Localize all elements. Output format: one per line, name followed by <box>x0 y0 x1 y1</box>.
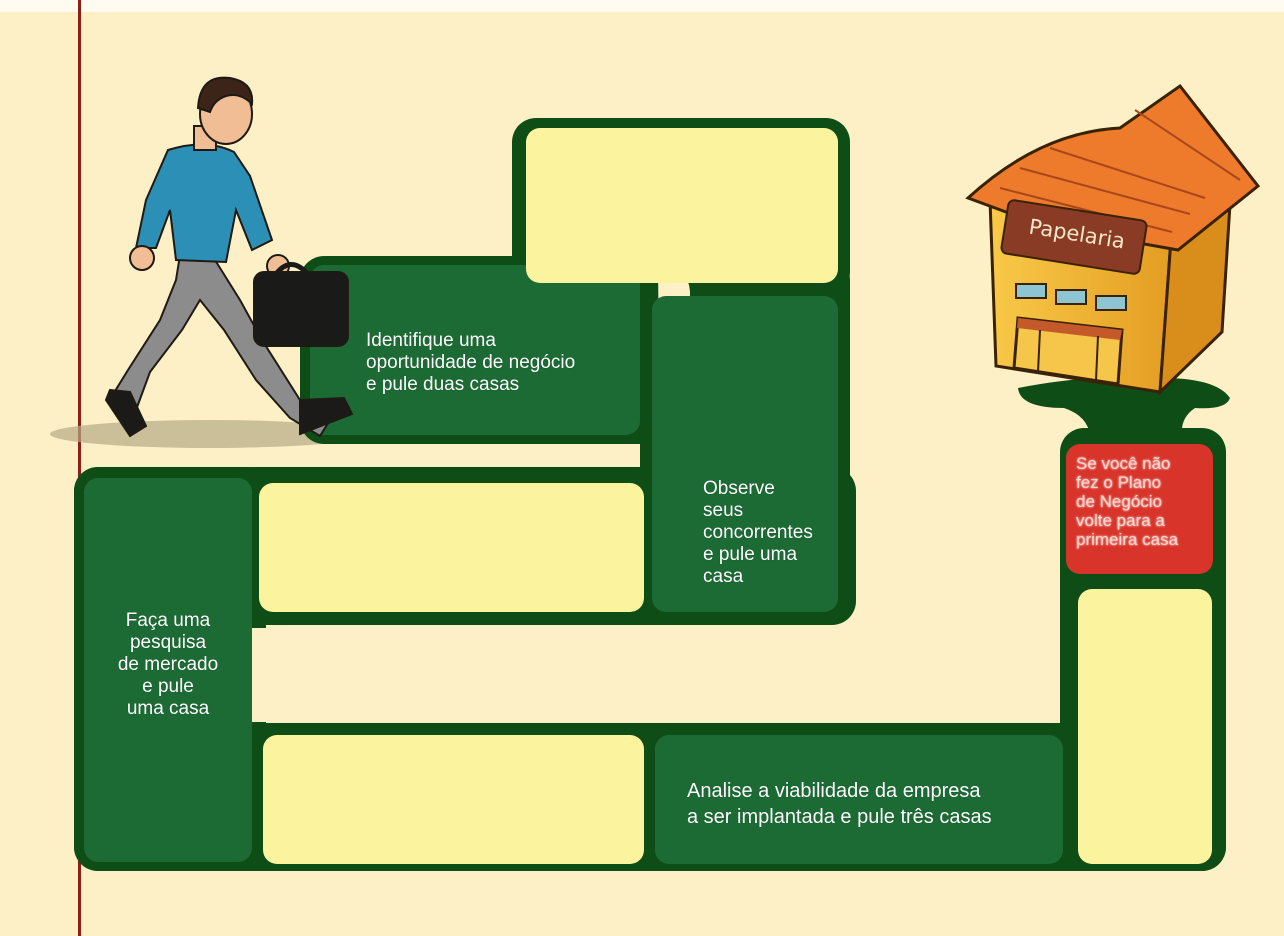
cell-observe-text: Observe seus concorrentes e pule uma cas… <box>703 478 813 588</box>
cell-plano-text: Se você não fez o Plano de Negócio volte… <box>1076 454 1211 549</box>
cell-yellow-middle <box>259 483 644 612</box>
cell-yellow-top <box>526 128 838 283</box>
cell-yellow-right <box>1078 589 1212 864</box>
cell-yellow-bottom-left <box>263 735 644 864</box>
cell-pesquisa-text: Faça uma pesquisa de mercado e pule uma … <box>84 610 252 720</box>
cell-analise-text: Analise a viabilidade da empresa a ser i… <box>687 778 992 830</box>
cell-identifique-text: Identifique uma oportunidade de negócio … <box>366 330 575 396</box>
